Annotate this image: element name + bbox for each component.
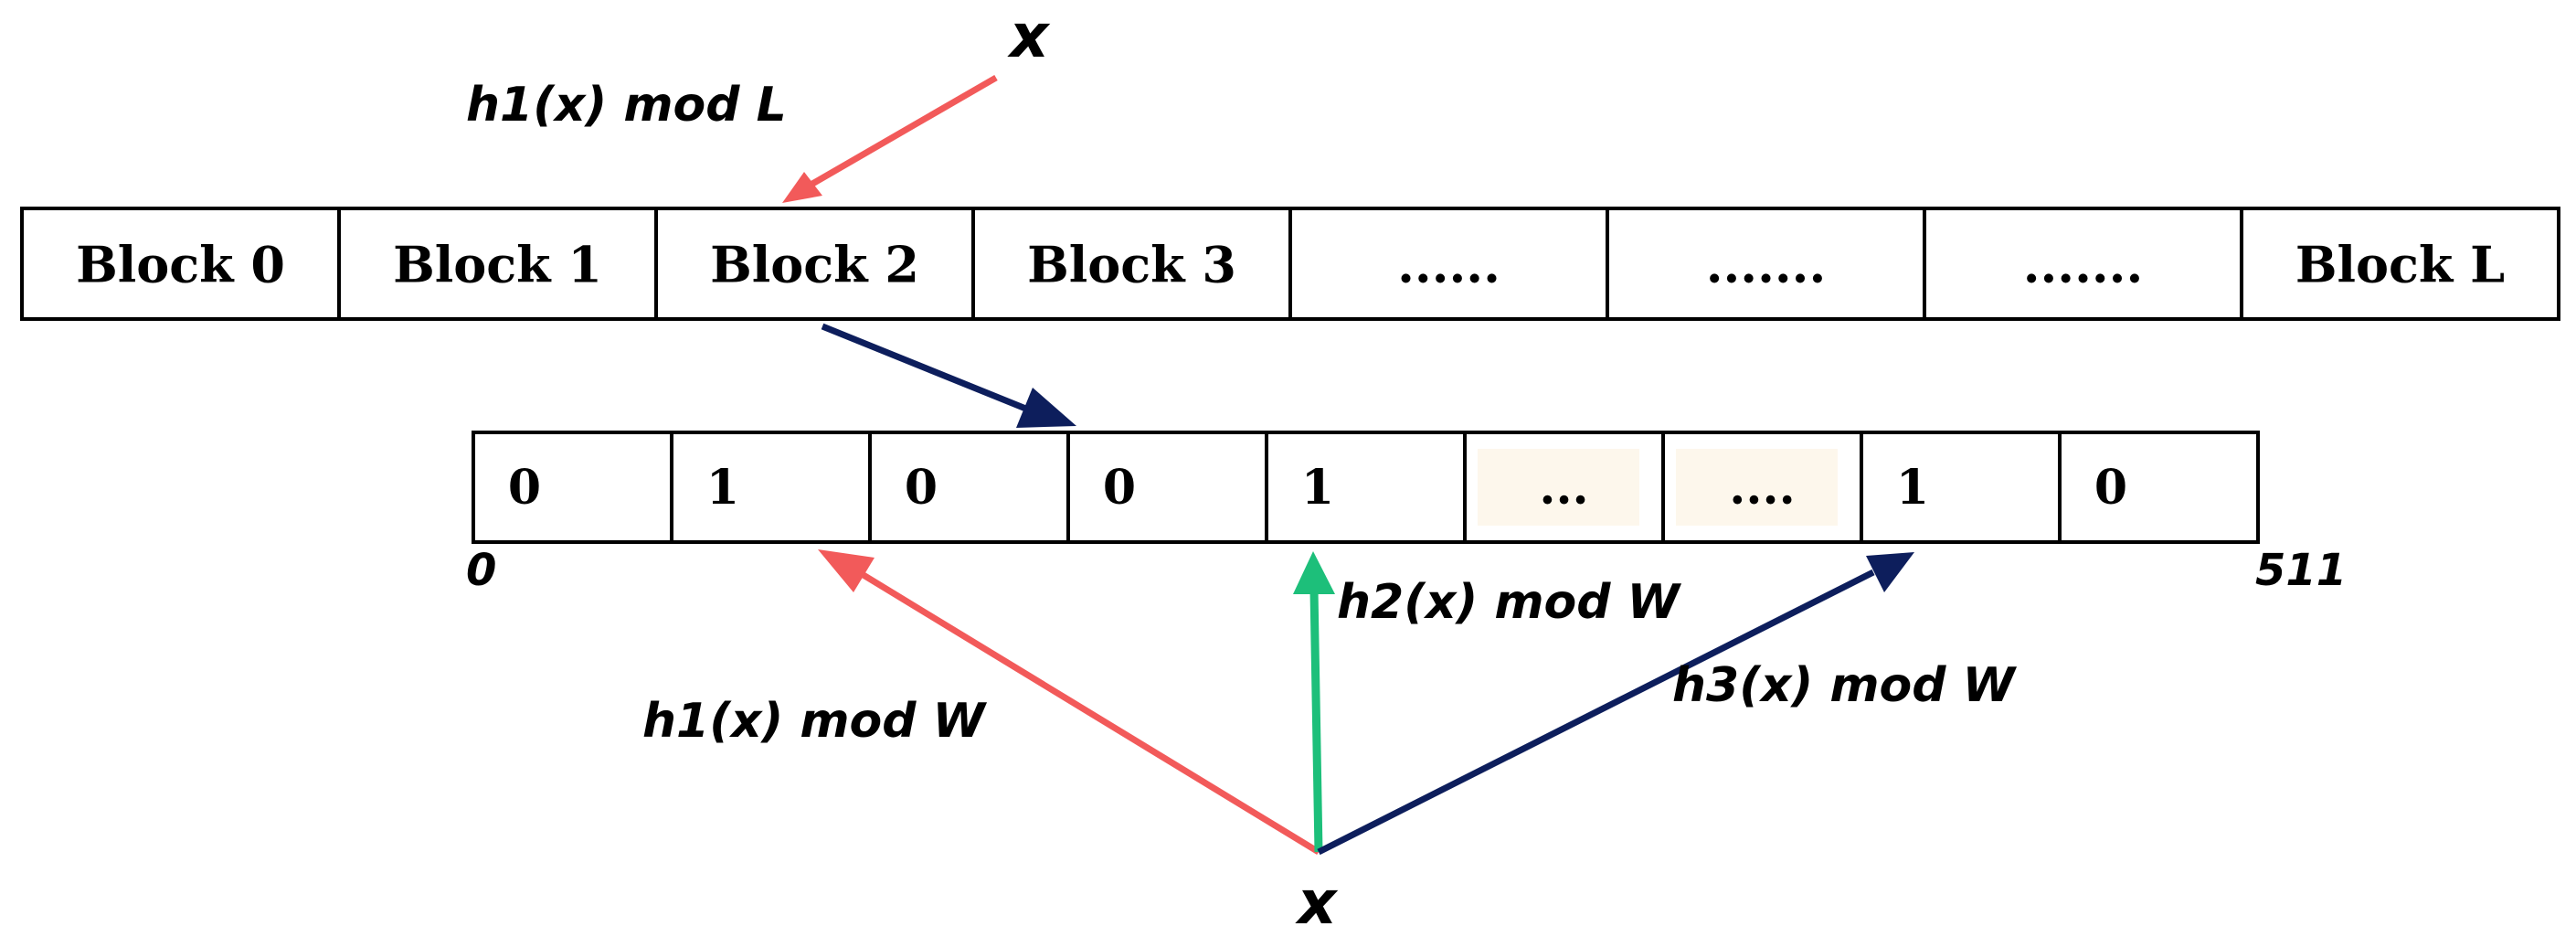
bit-box (2058, 431, 2260, 544)
block-label: Block L (2295, 236, 2505, 294)
arrow-x-to-block2 (793, 74, 998, 197)
block-cell: Block 3 (971, 207, 1292, 321)
block-box (1606, 207, 1926, 321)
block-box (1923, 207, 2243, 321)
bit-cell: 0 (868, 431, 1070, 544)
bit-cell: 1 (670, 431, 872, 544)
block-box (2240, 207, 2560, 321)
arrow-block2-to-bits-head (1016, 388, 1076, 428)
bit-box (1066, 431, 1268, 544)
block-box (971, 207, 1292, 321)
block-cell: Block 2 (654, 207, 975, 321)
arrow-block2-to-bits (821, 323, 1030, 413)
block-label: ....... (2023, 236, 2144, 294)
block-label: Block 2 (710, 236, 919, 294)
bit-shade (1676, 449, 1838, 526)
bit-value: 0 (508, 460, 541, 516)
bit-value: 1 (1896, 460, 1929, 516)
bit-value: ... (1539, 460, 1588, 516)
block-cell: Block 0 (20, 207, 341, 321)
bit-cell: .... (1661, 431, 1863, 544)
arrows (782, 74, 1914, 856)
block-label: Block 1 (393, 236, 602, 294)
block-label: ....... (1706, 236, 1827, 294)
bit-array: 0 1 0 0 1....... 1 0 (472, 431, 2260, 544)
bit-cell: 1 (1265, 431, 1467, 544)
bit-box (1265, 431, 1467, 544)
bit-end-label: 511 (2255, 545, 2347, 596)
block-cell: ....... (1606, 207, 1926, 321)
arrow-h3-head (1866, 552, 1914, 592)
arrow-h2 (1309, 589, 1323, 853)
bit-value: 0 (905, 460, 938, 516)
arrow-h2-head (1293, 551, 1335, 594)
block-hash-label: h1(x) mod L (466, 78, 787, 133)
arrow-h1 (848, 564, 1320, 855)
input-x-bottom: x (1295, 868, 1339, 937)
bit-start-label: 0 (466, 545, 496, 596)
bit-value: 1 (1301, 460, 1334, 516)
bit-cell: 0 (2058, 431, 2260, 544)
bit-cell: 1 (1860, 431, 2062, 544)
block-row: Block 0 Block 1 Block 2 Block 3............… (20, 207, 2560, 321)
bit-box (472, 431, 673, 544)
bit-value: .... (1729, 460, 1795, 516)
block-box (1288, 207, 1609, 321)
arrow-h1-head (818, 549, 875, 592)
bit-cell: 0 (1066, 431, 1268, 544)
bit-cell: ... (1463, 431, 1665, 544)
input-x-top: x (1007, 1, 1051, 71)
h1-label: h1(x) mod W (642, 694, 988, 749)
bit-value: 0 (1103, 460, 1136, 516)
h2-label: h2(x) mod W (1337, 575, 1682, 630)
bit-box (868, 431, 1070, 544)
block-label: Block 3 (1027, 236, 1236, 294)
bit-box (1860, 431, 2062, 544)
bit-box (670, 431, 872, 544)
block-cell: ....... (1923, 207, 2243, 321)
bit-value: 1 (706, 460, 739, 516)
block-cell: ...... (1288, 207, 1609, 321)
block-cell: Block 1 (337, 207, 658, 321)
block-label: Block 0 (76, 236, 285, 294)
arrow-h3 (1317, 569, 1875, 856)
block-cell: Block L (2240, 207, 2560, 321)
bit-cell: 0 (472, 431, 673, 544)
block-label: ...... (1397, 236, 1500, 294)
h3-label: h3(x) mod W (1672, 658, 2018, 713)
arrow-x-to-block2-head (782, 172, 822, 203)
bit-value: 0 (2094, 460, 2127, 516)
bit-shade (1478, 449, 1639, 526)
block-box (654, 207, 975, 321)
